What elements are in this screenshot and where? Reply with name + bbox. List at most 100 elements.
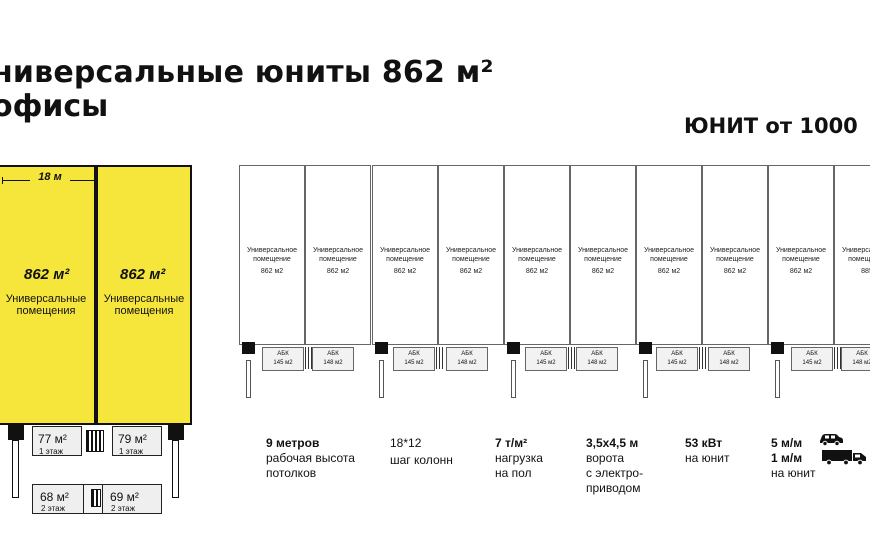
abk-room[interactable]: АБК 148 м2 [446,347,488,371]
office-room[interactable]: 77 м² 1 этаж [32,426,82,456]
abk-area: 148 м2 [457,360,477,366]
abk-area: 145 м2 [404,360,424,366]
abk-room[interactable]: АБК 148 м2 [576,347,618,371]
spec-text: приводом [586,481,641,495]
unit-area: 862 м2 [393,268,417,275]
panel-area: 862 м² [24,266,70,283]
ramp [172,440,179,498]
abk-room[interactable]: АБК 148 м2 [312,347,354,371]
unit-name: Универсальное помещение [511,247,563,263]
abk-room[interactable]: АБК 145 м2 [525,347,567,371]
ramp [511,360,516,398]
panel-type-line: Универсальные [5,293,87,305]
stairs-icon [568,347,576,369]
panel-type-line: Универсальные [103,293,185,305]
spec-value: 18*12 [390,436,422,450]
unit-block[interactable]: Универсальное помещение885 [834,165,870,345]
office-room[interactable]: 79 м² 1 этаж [112,426,162,456]
abk-name: АБК [540,351,552,357]
stairs-icon [91,489,101,507]
column [639,342,652,354]
room-floor: 1 этаж [119,447,143,456]
abk-name: АБК [277,351,289,357]
abk-name: АБК [806,351,818,357]
spec-floor-load: 7 т/м² нагрузка на пол [495,436,543,481]
spec-value: 3,5х4,5 м [586,436,639,450]
unit-block[interactable]: Универсальное помещение 862 м2 [504,165,570,345]
column [375,342,388,354]
spec-column-grid: 18*12 шаг колонн [390,436,453,468]
spec-text: на юнит [771,466,816,480]
column [242,342,255,354]
abk-room[interactable]: АБК 148 м2 [841,347,870,371]
unit-panel-2[interactable] [96,165,192,425]
spec-value: 9 метров [266,436,320,450]
abk-area: 148 м2 [852,360,870,366]
abk-name: АБК [461,351,473,357]
abk-name: АБК [327,351,339,357]
spec-gates: 3,5х4,5 м ворота с электро- приводом [586,436,643,496]
spec-text: на юнит [685,451,730,465]
spec-text: шаг колонн [390,453,453,467]
spec-text: потолков [266,466,317,480]
panel-area: 862 м² [120,266,166,283]
room-floor: 2 этаж [41,504,65,513]
abk-name: АБК [671,351,683,357]
panel-type-line: помещения [114,305,174,317]
unit-block[interactable]: Универсальное помещение 862 м2 [239,165,305,345]
abk-room[interactable]: АБК 145 м2 [262,347,304,371]
stairs-icon [436,347,444,369]
ramp [12,440,19,498]
unit-from-heading: ЮНИТ от 1000 [684,114,858,138]
unit-panel-1[interactable] [0,165,96,425]
abk-area: 148 м2 [587,360,607,366]
unit-name: Универсальное помещение [312,247,364,263]
abk-area: 148 м2 [323,360,343,366]
spec-power: 53 кВт на юнит [685,436,729,466]
stairs-icon [834,347,842,369]
abk-area: 145 м2 [536,360,556,366]
unit-name: Универсальное помещение [246,247,298,263]
office-room[interactable]: 69 м² 2 этаж [102,484,162,514]
spec-text: нагрузка [495,451,543,465]
unit-area: 862 м2 [260,268,284,275]
page-subtitle: офисы [0,89,109,124]
unit-block[interactable]: Универсальное помещение 862 м2 [372,165,438,345]
stairs-icon [699,347,707,369]
unit-area: 862 м2 [525,268,549,275]
office-room[interactable]: 68 м² 2 этаж [32,484,84,514]
abk-area: 145 м2 [273,360,293,366]
spec-ceiling-height: 9 метров рабочая высота потолков [266,436,355,481]
spec-value: 1 м/м [771,451,803,465]
unit-area: 862 м2 [723,268,747,275]
abk-room[interactable]: АБК 145 м2 [656,347,698,371]
spec-text: ворота [586,451,625,465]
panel-type: Универсальные помещения [94,293,194,317]
ramp [379,360,384,398]
unit-area: 862 м2 [657,268,681,275]
room-area: 69 м² [110,490,139,504]
abk-area: 145 м2 [667,360,687,366]
abk-name: АБК [856,351,868,357]
page-title: ниверсальные юниты 862 м² [0,55,494,90]
spec-text: рабочая высота [266,451,355,465]
unit-name: Универсальное помещение [841,247,870,263]
column [507,342,520,354]
spec-text: с электро- [586,466,644,480]
column [771,342,784,354]
abk-name: АБК [723,351,735,357]
unit-name: Универсальное помещение [379,247,431,263]
room-floor: 1 этаж [39,447,63,456]
abk-name: АБК [591,351,603,357]
unit-name: Универсальное помещение [775,247,827,263]
unit-name: Универсальное помещение [445,247,497,263]
